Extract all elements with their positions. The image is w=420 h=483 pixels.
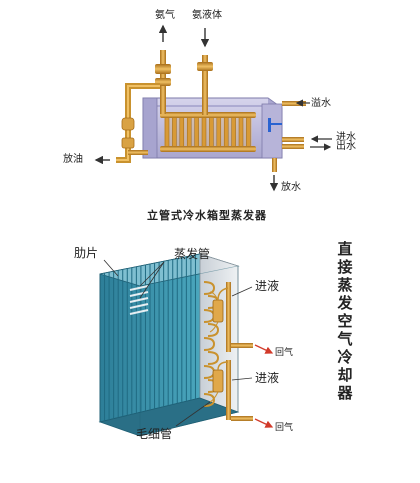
evaporator-tube-end <box>129 309 149 315</box>
vertical-title: 直 接 蒸 发 空 气 冷 却 器 <box>335 240 355 402</box>
vertical-tube <box>209 115 214 149</box>
vertical-tube <box>246 115 251 149</box>
vertical-tube <box>238 115 244 149</box>
title-char: 接 <box>337 258 353 276</box>
vertical-tube <box>216 115 222 149</box>
title-char: 发 <box>337 294 353 312</box>
vertical-tube <box>223 115 229 149</box>
air-cooler-coil <box>98 253 240 437</box>
evaporator-tube-end <box>129 285 149 291</box>
distributor-upper <box>209 282 253 352</box>
distributor-lower <box>209 360 253 421</box>
vertical-tube <box>186 115 192 149</box>
title-char: 空 <box>337 312 353 330</box>
label-leaders <box>103 259 253 427</box>
evaporator-tube-end <box>129 291 149 297</box>
tube-bend <box>207 323 220 337</box>
title-char: 直 <box>337 240 353 258</box>
label-fins: 肋片 <box>74 246 99 260</box>
vertical-tube <box>172 115 177 149</box>
label-water-drain: 放水 <box>281 182 301 193</box>
label-ammonia-liquid: 氨液体 <box>192 10 222 21</box>
label-ammonia-gas: 氨气 <box>155 10 175 21</box>
title-char: 冷 <box>337 348 353 366</box>
label-liquid-in-1: 进液 <box>255 279 280 293</box>
label-return-gas-2: 回气 <box>275 423 294 433</box>
vertical-tube <box>194 115 199 149</box>
title-char: 蒸 <box>337 276 353 294</box>
coil-fins <box>104 254 196 421</box>
title-char: 器 <box>337 384 353 402</box>
label-liquid-in-2: 进液 <box>255 371 280 385</box>
title-char: 气 <box>337 330 353 348</box>
label-oil-drain: 放油 <box>63 154 83 165</box>
outlet-chamber <box>261 103 283 159</box>
ammonia-liquid-pipe <box>197 55 213 115</box>
evaporator-tube-end <box>129 303 149 309</box>
label-evaporator-tube: 蒸发管 <box>174 247 211 261</box>
vertical-tube <box>164 115 170 149</box>
evaporator-tube-end <box>129 297 149 303</box>
tube-bend <box>203 281 216 295</box>
right-pipes <box>272 101 306 172</box>
vertical-tube <box>179 115 185 149</box>
label-overflow: 溢水 <box>311 98 331 109</box>
return-gas-arrows <box>254 344 274 428</box>
label-water-out: 出水 <box>336 141 356 152</box>
vertical-tube <box>201 115 207 149</box>
tube-bend <box>203 393 216 407</box>
top-diagram-caption: 立管式冷水箱型蒸发器 <box>147 209 267 222</box>
tube-bend <box>203 337 216 351</box>
oil-drain-pipe <box>116 83 160 163</box>
label-capillary: 毛细管 <box>136 427 173 441</box>
label-water-in: 进水 <box>336 132 356 143</box>
flow-arrows-top <box>94 24 332 192</box>
vertical-tube <box>231 115 236 149</box>
label-return-gas-1: 回气 <box>275 348 294 358</box>
tube-bend <box>207 351 220 365</box>
title-char: 却 <box>337 366 353 384</box>
